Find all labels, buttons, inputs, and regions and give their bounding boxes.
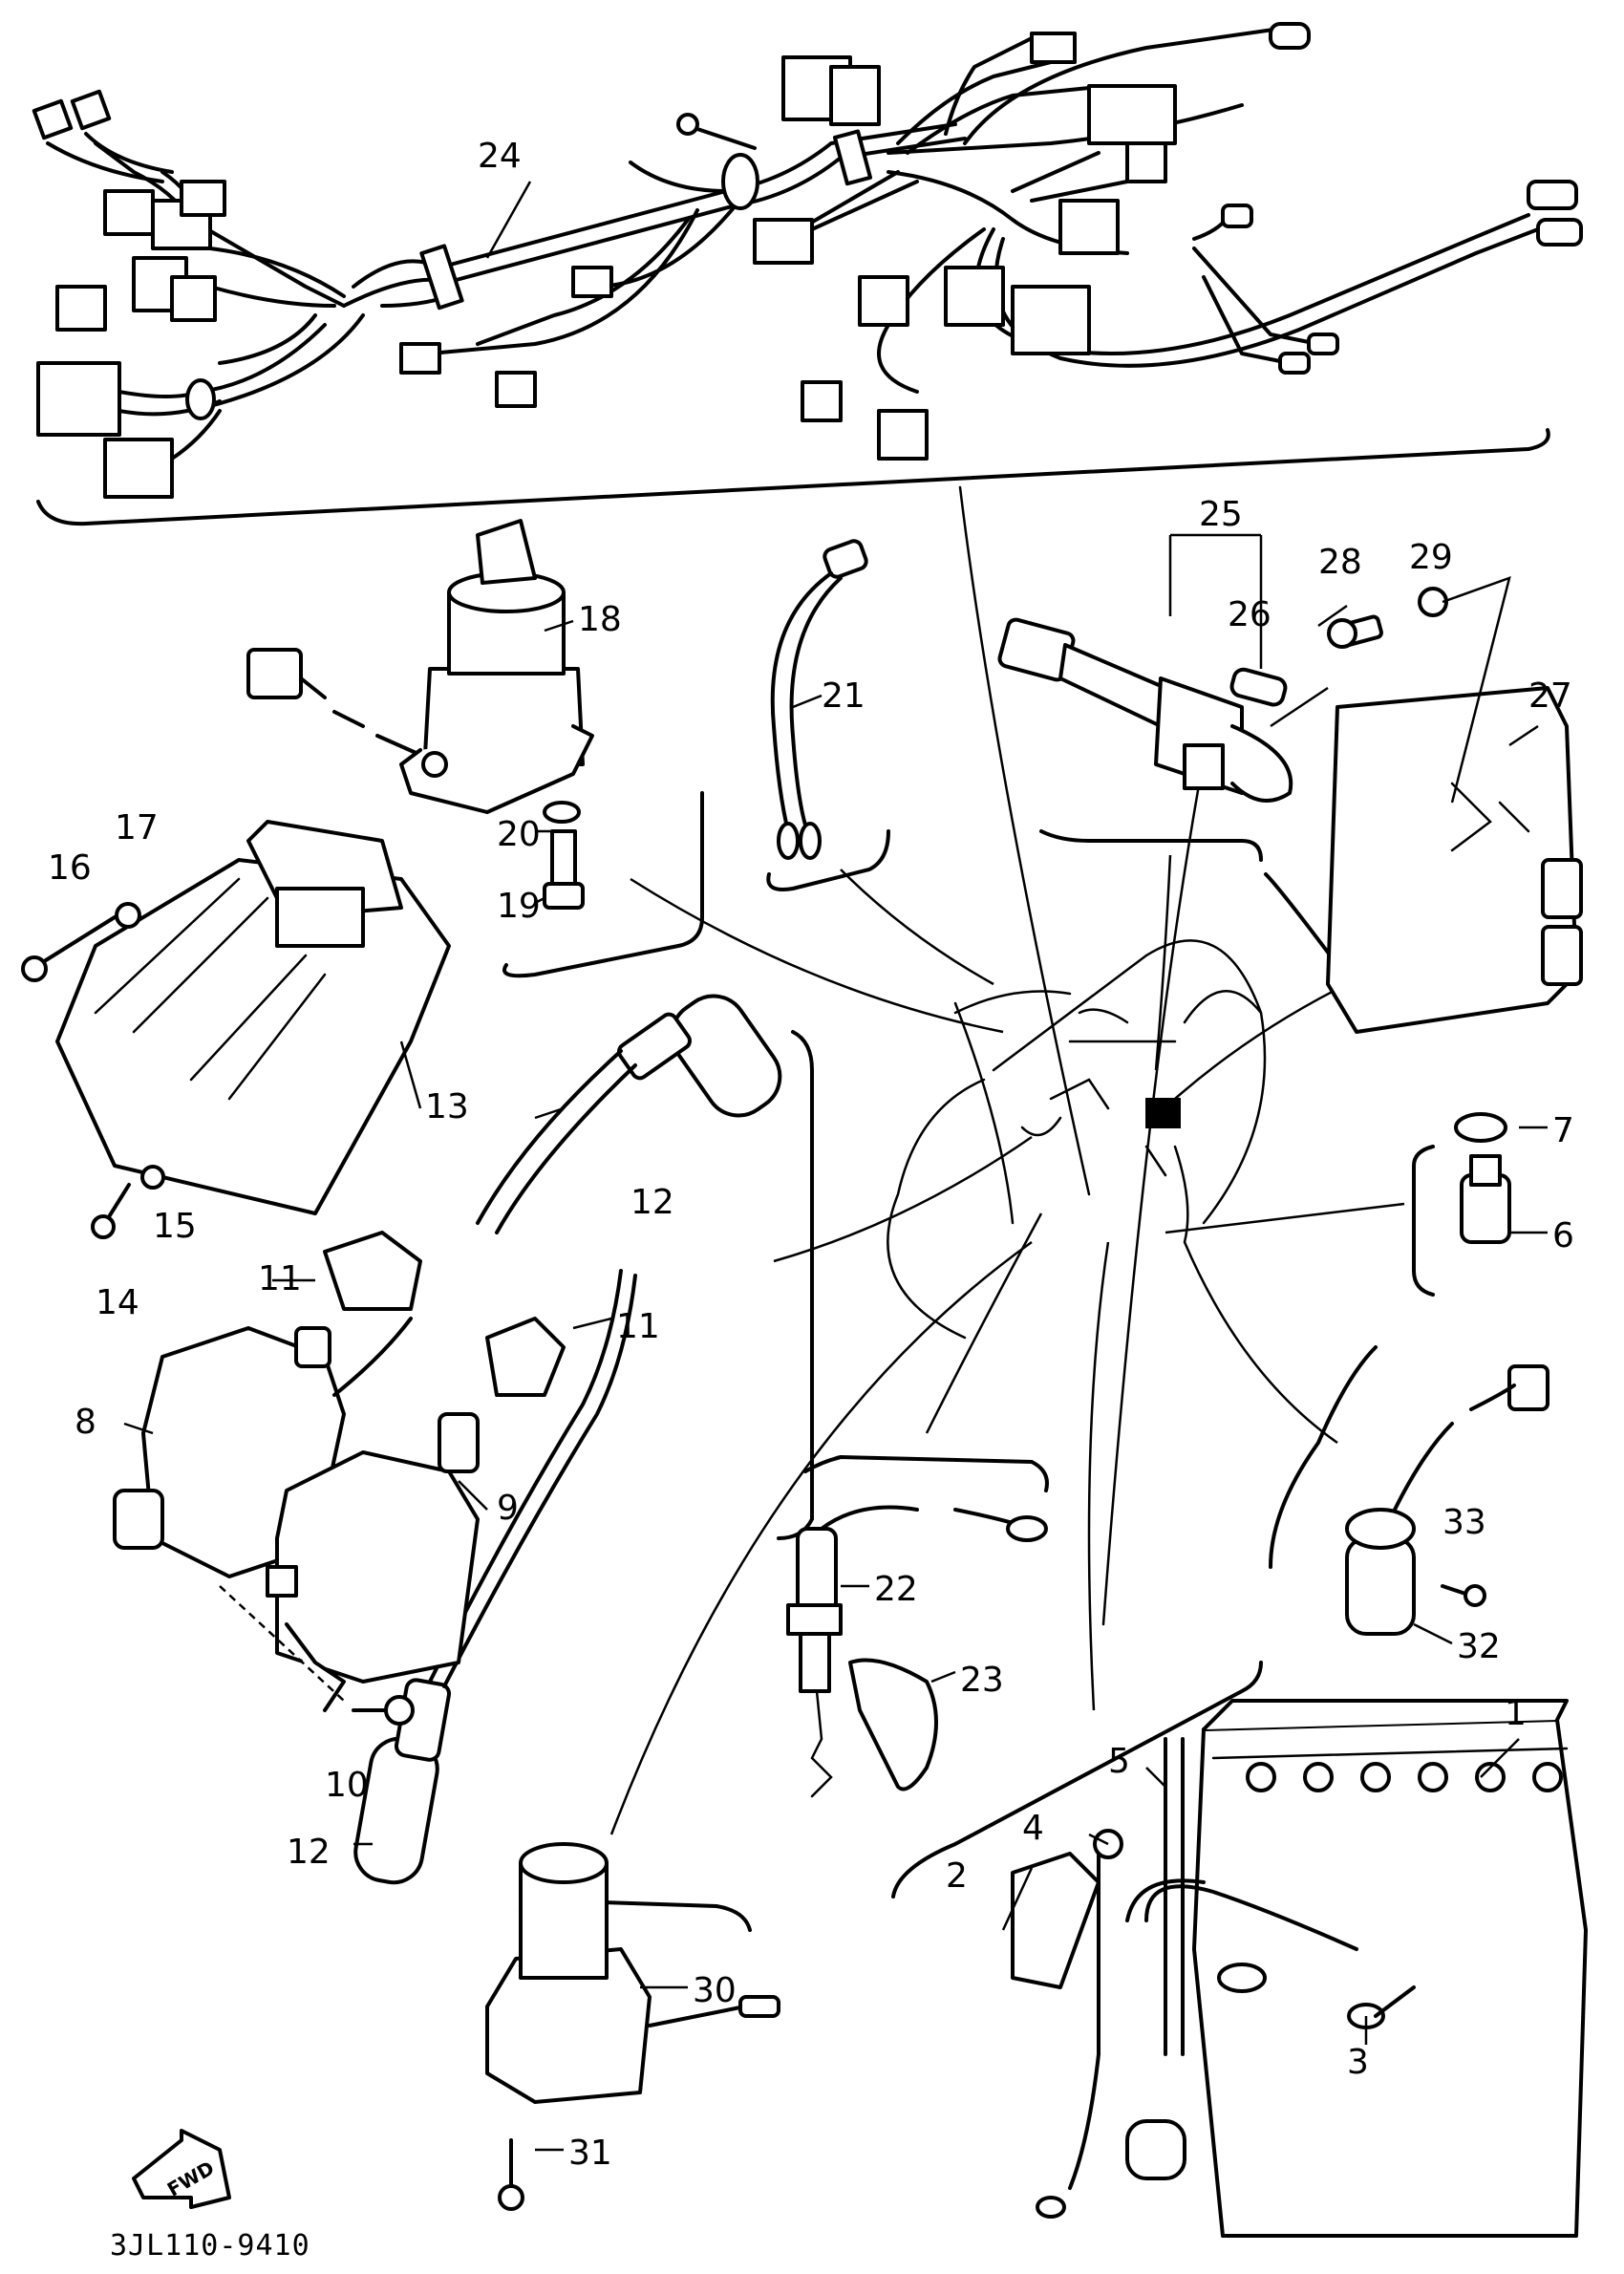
bracket-23 [848,1658,938,1791]
harness-group-bracket [36,428,1550,526]
callout-14: 14 [96,1283,139,1322]
wire-harness [32,22,1583,499]
screw-19 [543,829,585,910]
callout-19: 19 [497,887,541,926]
callout-6: 6 [1552,1216,1574,1255]
callout-29: 29 [1409,538,1453,577]
fuse-holder-25 [997,617,1293,803]
callout-13: 13 [425,1087,469,1126]
boot-11-left [323,1231,422,1311]
battery-lead-3 [1125,1878,1416,2029]
sensor-lead-21 [770,539,868,860]
screw-16 [21,915,117,982]
diagram-code: 3JL110-9410 [110,2229,310,2263]
washer-15 [140,1165,165,1190]
bracket-2 [1011,1852,1100,1989]
callout-18: 18 [578,600,622,639]
callout-33: 33 [1442,1503,1486,1542]
callout-30: 30 [693,1971,737,2010]
callout-27: 27 [1528,676,1572,716]
callout-11b: 11 [616,1307,660,1346]
switch-6 [1460,1154,1511,1244]
callout-16: 16 [48,848,92,888]
plug-cap-12-upper [476,994,782,1234]
cdi-unit-27 [1326,686,1583,1034]
breather-hose-5 [1125,1737,1186,2180]
boot-11-right [485,1317,566,1397]
washer-7 [1454,1112,1507,1143]
sensor-32 [1345,1364,1549,1636]
cover-13 [55,820,451,1215]
callout-17: 17 [115,808,159,847]
bolt-10 [352,1695,415,1726]
callout-10: 10 [325,1766,369,1805]
section-leaders [609,854,1405,1835]
callout-22: 22 [874,1570,918,1609]
bolt-31 [498,2138,524,2211]
sensor-22 [786,1505,1048,1798]
bolt-28 [1327,614,1383,649]
battery-1 [1192,1699,1588,2238]
callout-12b: 12 [287,1833,331,1872]
callout-5: 5 [1108,1742,1130,1781]
callout-32: 32 [1457,1627,1501,1666]
callout-21: 21 [822,676,865,716]
screw-33 [1441,1584,1486,1607]
washer-20 [543,801,581,824]
forward-arrow: FWD [132,2129,231,2209]
starter-relay-30 [485,1842,780,2104]
callout-4: 4 [1022,1809,1044,1848]
callout-23: 23 [960,1661,1004,1700]
callout-leaders [123,181,1548,2152]
callout-8: 8 [75,1403,96,1442]
callout-2: 2 [946,1856,968,1896]
callout-9: 9 [497,1489,519,1528]
callout-20: 20 [497,815,541,854]
callout-25: 25 [1199,495,1243,534]
callout-11a: 11 [258,1259,302,1298]
callout-31: 31 [568,2134,612,2173]
callout-1: 1 [1505,1694,1527,1733]
screw-14 [91,1183,131,1239]
callout-26: 26 [1228,595,1271,634]
washer-17 [115,902,141,929]
callout-12a: 12 [630,1183,674,1222]
callout-3: 3 [1347,2043,1369,2082]
callouts: 1234567891011111212131415161718192021222… [48,137,1574,2173]
callout-24: 24 [478,137,522,176]
frame-outline [887,485,1267,1626]
main-switch-part [246,519,594,814]
callout-7: 7 [1552,1111,1574,1150]
grommet-29 [1418,587,1448,617]
fuse-26 [1229,667,1288,707]
callout-28: 28 [1318,543,1362,582]
callout-15: 15 [153,1207,197,1246]
